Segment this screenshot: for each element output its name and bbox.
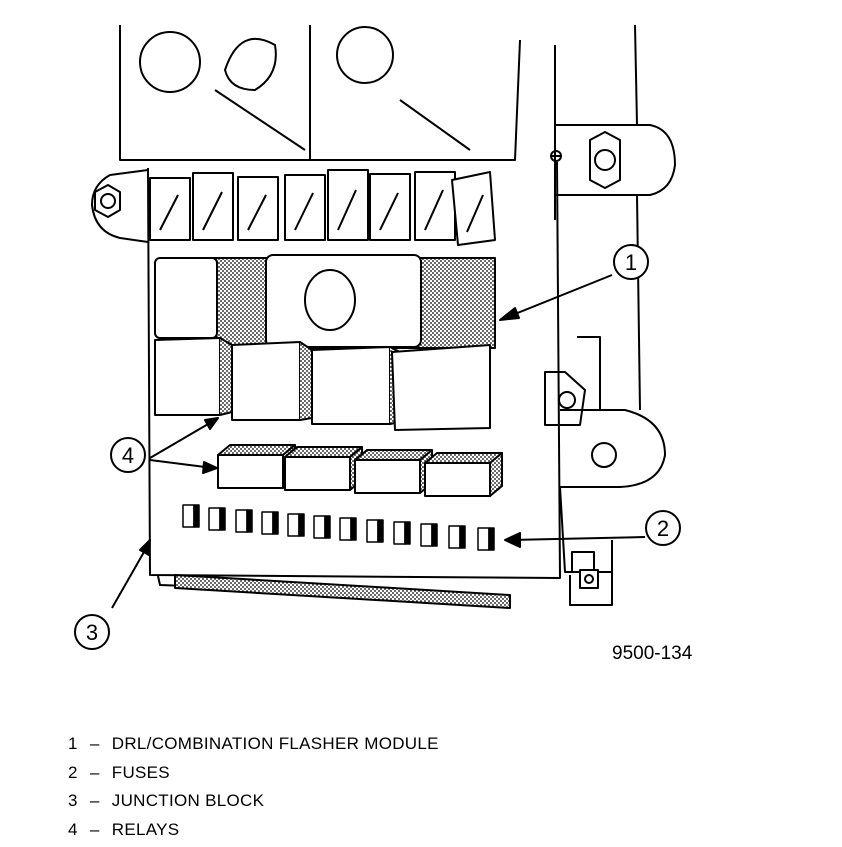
callout-4-number: 4 [122, 443, 134, 468]
legend: 1–DRL/COMBINATION FLASHER MODULE 2–FUSES… [68, 730, 439, 844]
callout-3-number: 3 [86, 620, 98, 645]
small-relay-row [217, 444, 503, 497]
junction-block-diagram: 1 2 3 4 [74, 24, 681, 650]
callout-4-circle [110, 437, 146, 473]
legend-number: 1 [68, 734, 78, 753]
callout-1-number: 1 [625, 250, 637, 275]
callout-1-circle [613, 244, 649, 280]
large-relay-row [154, 337, 491, 431]
callout-2-number: 2 [657, 516, 669, 541]
leader-lines [111, 274, 646, 609]
legend-label: DRL/COMBINATION FLASHER MODULE [111, 734, 439, 753]
callout-2-circle [645, 510, 681, 546]
legend-label: JUNCTION BLOCK [111, 791, 265, 810]
flasher-module [154, 254, 496, 349]
legend-number: 2 [68, 762, 78, 782]
legend-dash: – [89, 819, 100, 839]
fuse-row [182, 504, 495, 551]
upper-bracket [119, 25, 521, 161]
top-relay-row [149, 169, 496, 246]
legend-dash: – [89, 762, 100, 782]
legend-dash: – [89, 791, 100, 810]
side-frame [544, 24, 676, 606]
legend-item: 1–DRL/COMBINATION FLASHER MODULE [68, 730, 439, 759]
legend-number: 4 [68, 819, 78, 839]
legend-dash: – [89, 734, 100, 753]
left-bolt-tab [91, 169, 149, 243]
legend-label: RELAYS [111, 819, 180, 839]
legend-item: 2–FUSES [68, 759, 439, 788]
legend-number: 3 [68, 791, 78, 810]
bottom-gasket [174, 574, 511, 609]
legend-item: 3–JUNCTION BLOCK [68, 787, 439, 816]
legend-label: FUSES [111, 762, 170, 782]
legend-item: 4–RELAYS [68, 816, 439, 845]
callout-3-circle [74, 614, 110, 650]
figure-id: 9500-134 [612, 643, 693, 664]
